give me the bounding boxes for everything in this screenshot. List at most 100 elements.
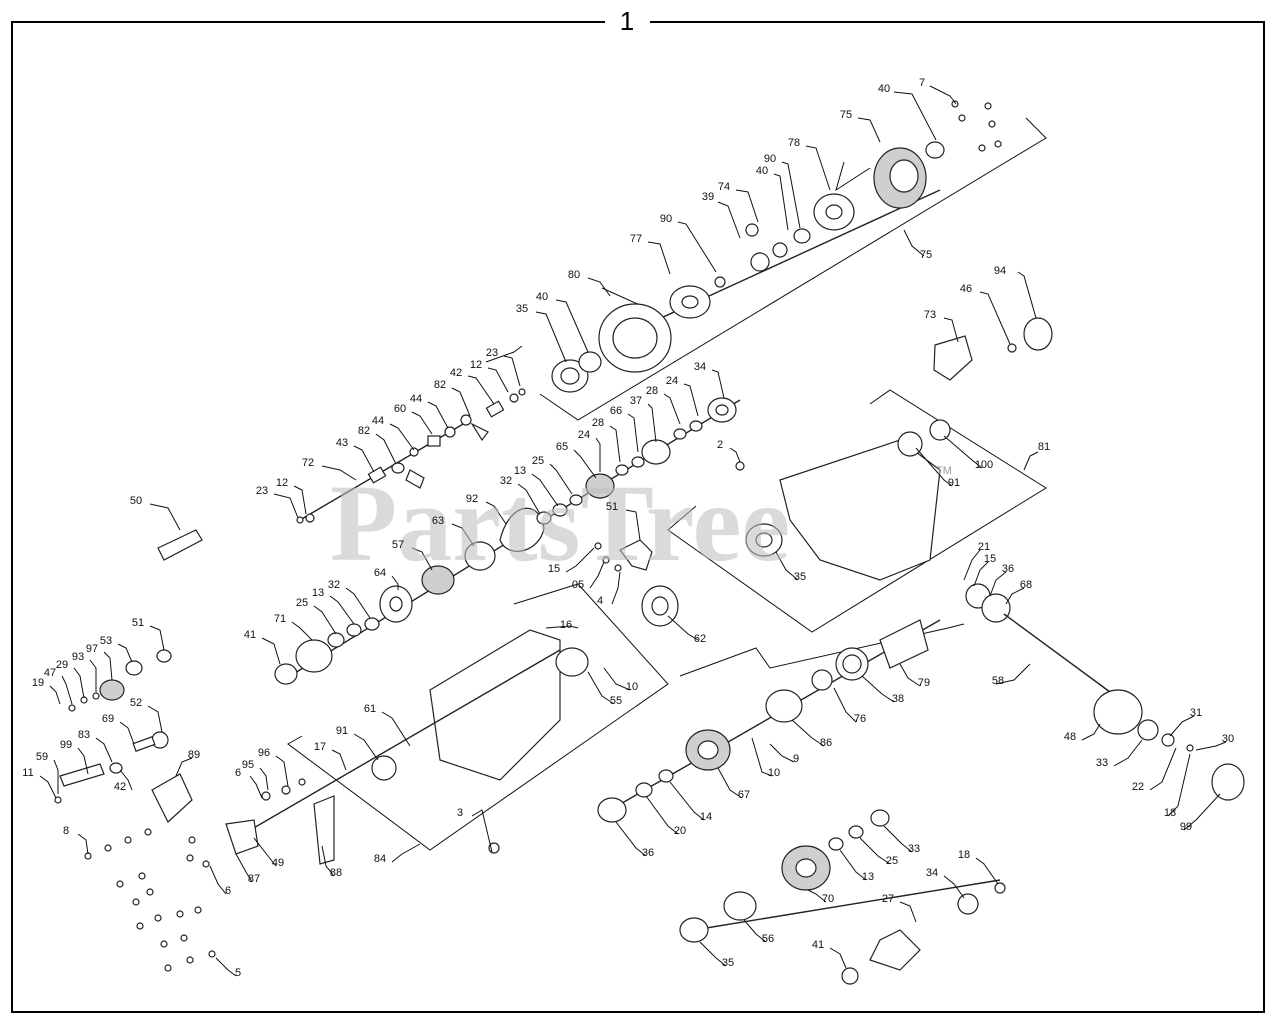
callout-10: 10 bbox=[626, 681, 638, 693]
callout-77: 77 bbox=[630, 233, 642, 245]
callout-32: 32 bbox=[500, 475, 512, 487]
callout-7: 7 bbox=[919, 77, 925, 89]
callout-37: 37 bbox=[630, 395, 642, 407]
callout-71: 71 bbox=[274, 613, 286, 625]
callout-72: 72 bbox=[302, 457, 314, 469]
callout-25: 25 bbox=[886, 855, 898, 867]
callout-61: 61 bbox=[364, 703, 376, 715]
callout-93: 93 bbox=[72, 651, 84, 663]
callout-65: 65 bbox=[556, 441, 568, 453]
callout-6: 6 bbox=[235, 767, 241, 779]
callout-27: 27 bbox=[882, 893, 894, 905]
callout-75: 75 bbox=[840, 109, 852, 121]
callout-13: 13 bbox=[862, 871, 874, 883]
callout-62: 62 bbox=[694, 633, 706, 645]
callout-36: 36 bbox=[642, 847, 654, 859]
diagram-frame bbox=[11, 21, 1265, 1013]
callout-12: 12 bbox=[276, 477, 288, 489]
callout-05: 05 bbox=[572, 579, 584, 591]
callout-64: 64 bbox=[374, 567, 386, 579]
right-housing bbox=[735, 317, 1053, 581]
callout-97: 97 bbox=[86, 643, 98, 655]
callout-28: 28 bbox=[646, 385, 658, 397]
callout-24: 24 bbox=[666, 375, 678, 387]
callout-20: 20 bbox=[674, 825, 686, 837]
callout-90: 90 bbox=[764, 153, 776, 165]
callout-69: 69 bbox=[102, 713, 114, 725]
callout-80: 80 bbox=[568, 269, 580, 281]
callout-14: 14 bbox=[700, 811, 712, 823]
callout-94: 94 bbox=[994, 265, 1006, 277]
callout-95: 95 bbox=[242, 759, 254, 771]
callout-79: 79 bbox=[918, 677, 930, 689]
callout-25: 25 bbox=[296, 597, 308, 609]
callout-24: 24 bbox=[578, 429, 590, 441]
callout-41: 41 bbox=[244, 629, 256, 641]
callout-21: 21 bbox=[978, 541, 990, 553]
callout-96: 96 bbox=[258, 747, 270, 759]
main-housing bbox=[225, 629, 589, 865]
callout-66: 66 bbox=[610, 405, 622, 417]
callout-91: 91 bbox=[336, 725, 348, 737]
callout-89: 89 bbox=[188, 749, 200, 761]
callout-58: 58 bbox=[992, 675, 1004, 687]
callout-43: 43 bbox=[336, 437, 348, 449]
callout-48: 48 bbox=[1064, 731, 1076, 743]
callout-32: 32 bbox=[328, 579, 340, 591]
callout-40: 40 bbox=[878, 83, 890, 95]
figure-number: 1 bbox=[620, 6, 634, 36]
callout-16: 16 bbox=[560, 619, 572, 631]
callout-15: 15 bbox=[548, 563, 560, 575]
callout-13: 13 bbox=[514, 465, 526, 477]
callout-12: 12 bbox=[470, 359, 482, 371]
callout-86: 86 bbox=[820, 737, 832, 749]
callout-44: 44 bbox=[410, 393, 422, 405]
callout-34: 34 bbox=[926, 867, 938, 879]
callout-28: 28 bbox=[592, 417, 604, 429]
callout-55: 55 bbox=[610, 695, 622, 707]
callout-25: 25 bbox=[532, 455, 544, 467]
callout-99: 99 bbox=[1180, 821, 1192, 833]
callout-35: 35 bbox=[794, 571, 806, 583]
callout-63: 63 bbox=[432, 515, 444, 527]
lower-gear-assembly bbox=[597, 619, 941, 823]
callout-83: 83 bbox=[78, 729, 90, 741]
callout-44: 44 bbox=[372, 415, 384, 427]
callout-34: 34 bbox=[694, 361, 706, 373]
callout-60: 60 bbox=[394, 403, 406, 415]
callout-8: 8 bbox=[63, 825, 69, 837]
callout-50: 50 bbox=[130, 495, 142, 507]
callout-18: 18 bbox=[1164, 807, 1176, 819]
callout-22: 22 bbox=[1132, 781, 1144, 793]
callout-75: 75 bbox=[920, 249, 932, 261]
callout-36: 36 bbox=[1002, 563, 1014, 575]
partstree-watermark: PartsTree bbox=[330, 462, 790, 584]
output-shaft-assembly bbox=[965, 583, 1245, 801]
callout-13: 13 bbox=[312, 587, 324, 599]
callout-82: 82 bbox=[434, 379, 446, 391]
callout-33: 33 bbox=[1096, 757, 1108, 769]
callout-15: 15 bbox=[984, 553, 996, 565]
callout-19: 19 bbox=[32, 677, 44, 689]
callout-18: 18 bbox=[958, 849, 970, 861]
callout-74: 74 bbox=[718, 181, 730, 193]
callout-3: 3 bbox=[457, 807, 463, 819]
callout-51: 51 bbox=[606, 501, 618, 513]
callout-73: 73 bbox=[924, 309, 936, 321]
upper-shaft-assembly bbox=[551, 100, 1002, 393]
callout-76: 76 bbox=[854, 713, 866, 725]
callout-39: 39 bbox=[702, 191, 714, 203]
callout-92: 92 bbox=[466, 493, 478, 505]
callout-5: 5 bbox=[235, 967, 241, 979]
callout-52: 52 bbox=[130, 697, 142, 709]
bolt-field bbox=[84, 828, 216, 972]
callout-35: 35 bbox=[722, 957, 734, 969]
callout-33: 33 bbox=[908, 843, 920, 855]
watermark-trademark: TM bbox=[936, 465, 952, 477]
callout-84: 84 bbox=[374, 853, 386, 865]
left-assemblies bbox=[54, 529, 306, 823]
callout-11: 11 bbox=[22, 767, 33, 779]
callout-81: 81 bbox=[1038, 441, 1050, 453]
